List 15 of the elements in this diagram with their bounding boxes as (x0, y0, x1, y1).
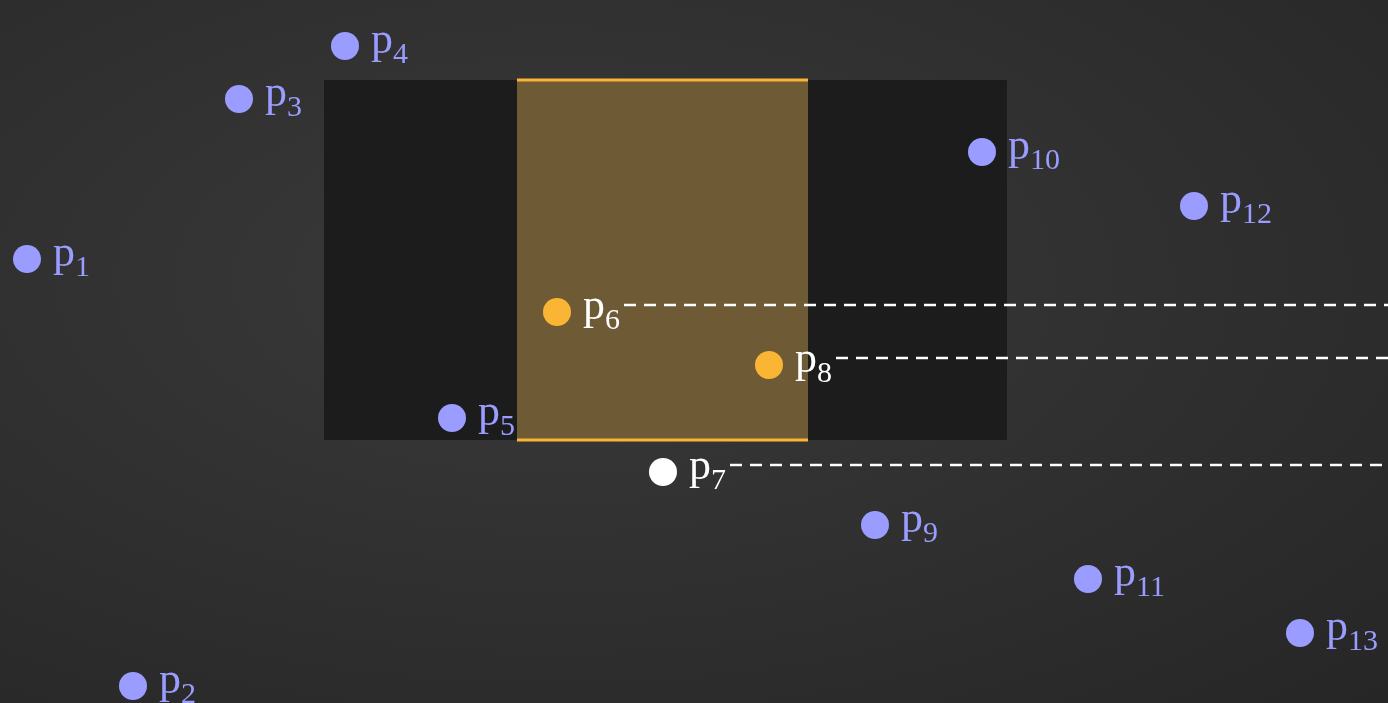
dashed-line (836, 356, 1388, 360)
point-label: p$_{10}$ (1008, 123, 1060, 177)
point-label: p$_{6}$ (583, 283, 620, 337)
point-label: p$_{11}$ (1114, 550, 1165, 604)
point-label: p$_{12}$ (1220, 177, 1272, 231)
point-label: p$_{9}$ (901, 496, 938, 550)
point-label: p$_{2}$ (159, 657, 196, 703)
point-label: p$_{13}$ (1326, 604, 1378, 658)
point-label: p$_{5}$ (478, 389, 515, 443)
point-label: p$_{3}$ (265, 70, 302, 124)
dashed-line (624, 303, 1388, 307)
point-label: p$_{8}$ (795, 336, 832, 390)
point-label: p$_{7}$ (689, 443, 726, 497)
point-label: p$_{1}$ (53, 230, 90, 284)
point-label: p$_{4}$ (371, 17, 408, 71)
